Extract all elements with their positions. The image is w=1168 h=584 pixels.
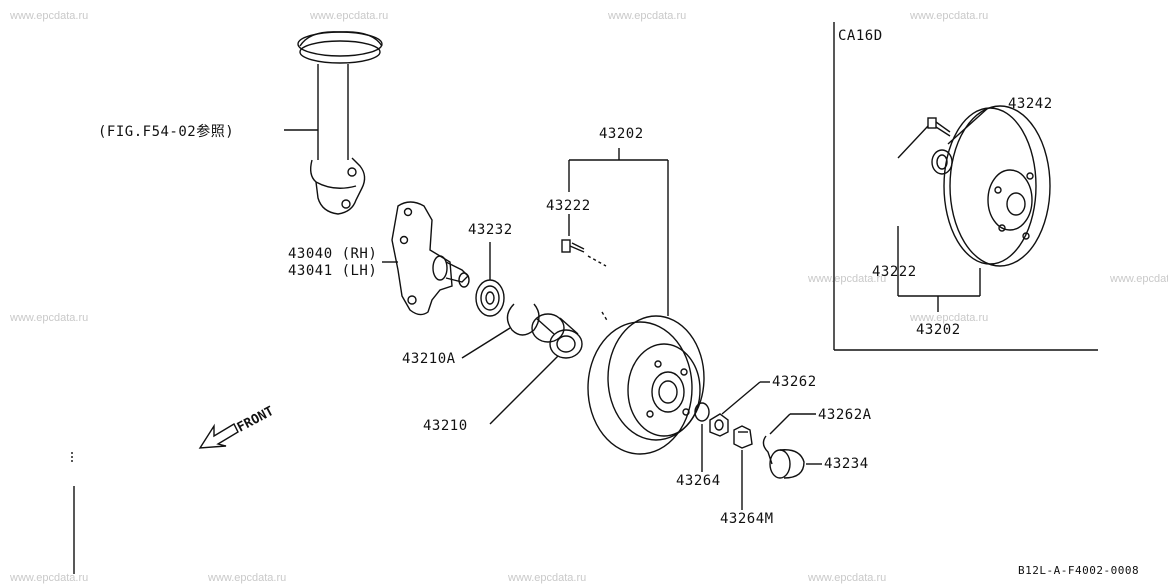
watermark: www.epcdata.ru [910,10,989,22]
part-43040-label: 43040 (RH) [288,246,378,262]
watermark: www.epcdata.ru [608,10,687,22]
snap-ring-drawing [506,303,540,336]
inset-title: CA16D [838,28,883,44]
part-43210-label: 43210 [423,418,468,434]
part-43262-label: 43262 [772,374,817,390]
inset-part-43242-label: 43242 [1008,96,1053,112]
cotter-pin-drawing [762,435,773,465]
front-label: FRONT [235,404,277,436]
washer-drawing [694,402,710,422]
steering-knuckle-drawing [391,201,470,316]
part-43232-label: 43232 [468,222,513,238]
inset-part-43202-label: 43202 [916,322,961,338]
inset-part-43222-label: 43222 [872,264,917,280]
watermark: www.epcdata.ru [10,10,89,22]
part-43210A-label: 43210A [402,351,456,367]
part-43041-label: 43041 (LH) [288,263,378,279]
reference-note: (FIG.F54-02参照) [98,124,235,140]
part-43262A-label: 43262A [818,407,872,423]
watermark: www.epcdata.ru [808,572,887,584]
grease-seal-drawing [475,279,505,317]
part-43222-label: 43222 [546,198,591,214]
diagram-code: B12L-A-F4002-0008 [1018,564,1140,577]
wheel-bearing-drawing [531,313,583,359]
watermark: www.epcdata.ru [910,312,989,324]
watermark: www.epcdata.ru [1110,273,1168,285]
grease-cap-drawing [769,449,805,479]
watermark: www.epcdata.ru [508,572,587,584]
nut-drawing [709,413,729,437]
disc-rotor-drawing [943,105,1051,267]
part-43202-label: 43202 [599,126,644,142]
inset-hub-bolt-drawing [927,117,953,175]
watermark: www.epcdata.ru [208,572,287,584]
hub-bolt-drawing [561,239,607,267]
part-43264M-label: 43264M [720,511,774,527]
watermark: www.epcdata.ru [10,312,89,324]
brake-drum-drawing [587,311,705,455]
watermark: www.epcdata.ru [10,572,89,584]
watermark: www.epcdata.ru [310,10,389,22]
lock-cap-drawing [733,425,753,449]
part-43234-label: 43234 [824,456,869,472]
front-direction-arrow [198,423,239,449]
part-43264-label: 43264 [676,473,721,489]
strut-assembly-drawing [297,31,383,215]
watermark: www.epcdata.ru [808,273,887,285]
